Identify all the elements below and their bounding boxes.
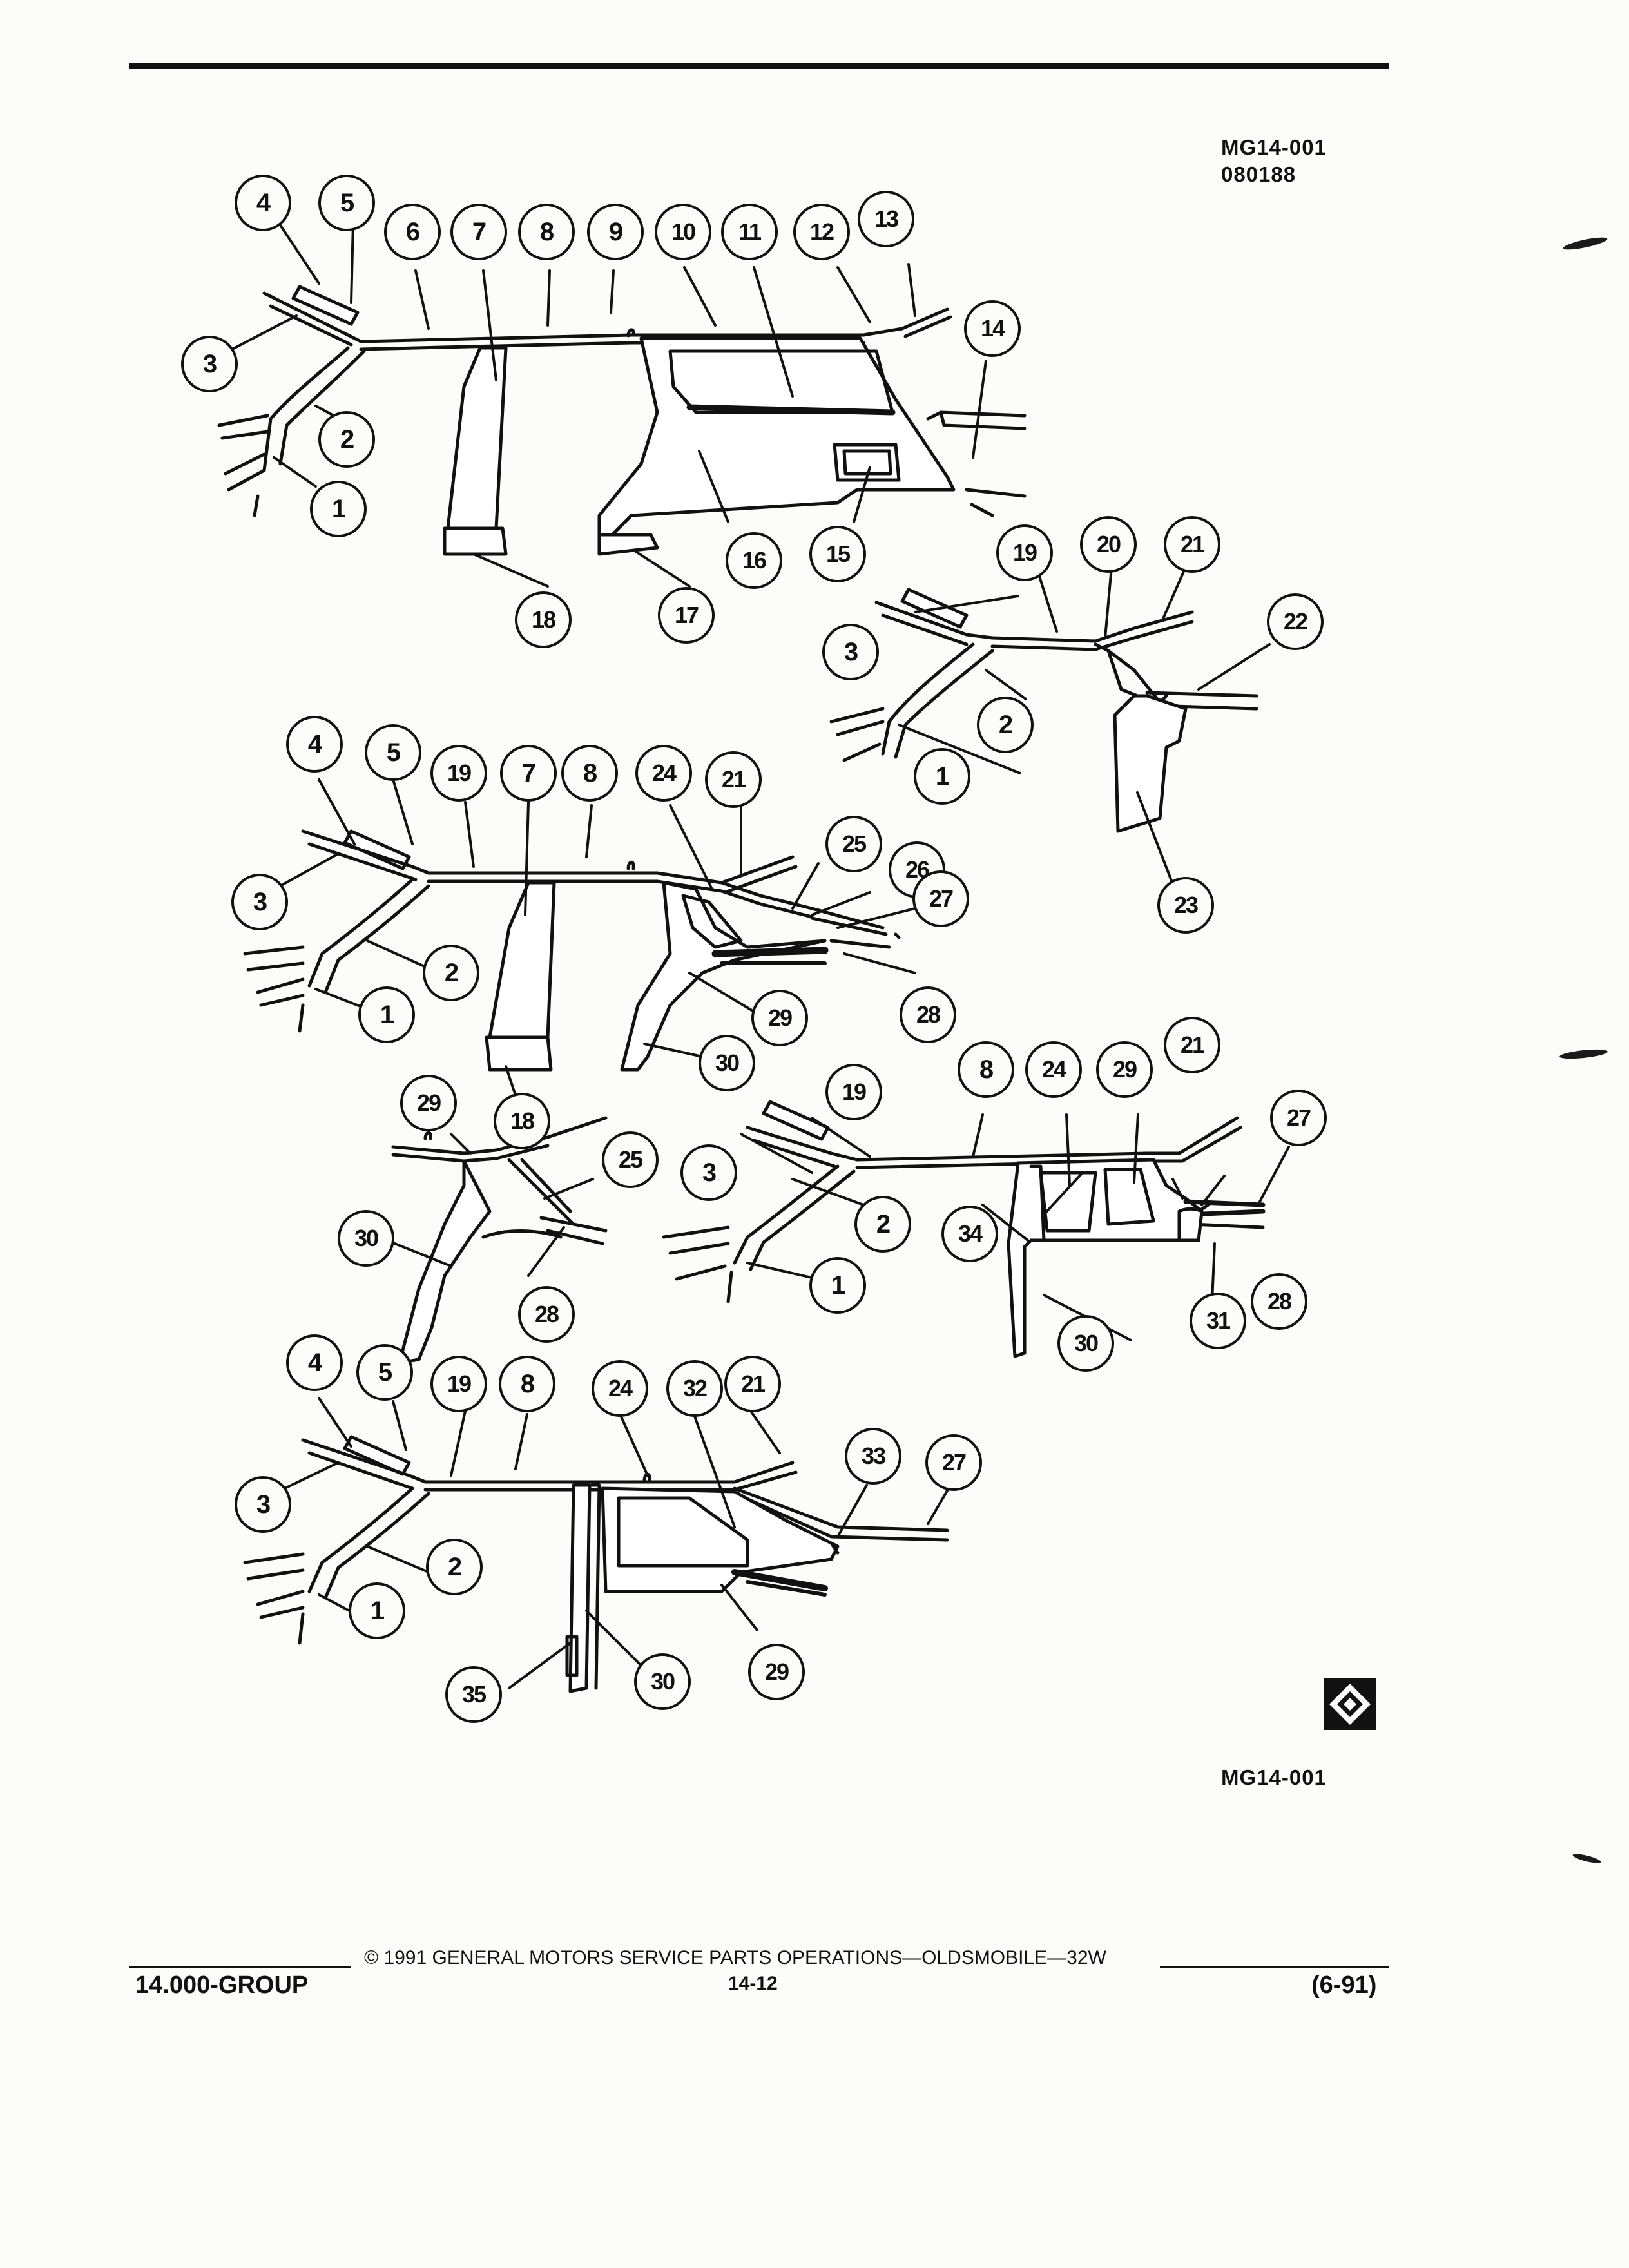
callout-1: 1 [358, 986, 415, 1043]
callout-2: 2 [977, 697, 1034, 753]
callout-12: 12 [793, 204, 850, 260]
callout-1: 1 [310, 481, 367, 537]
callout-1: 1 [349, 1582, 405, 1639]
callout-27: 27 [925, 1434, 982, 1491]
callout-18: 18 [515, 591, 572, 648]
callout-8: 8 [518, 204, 575, 260]
gm-spo-logo [1324, 1678, 1376, 1730]
callout-23: 23 [1157, 877, 1214, 934]
callout-29: 29 [748, 1644, 805, 1700]
callout-5: 5 [318, 175, 375, 231]
callout-29: 29 [751, 990, 808, 1046]
diagram-6-drawing [243, 1435, 949, 1693]
callout-19: 19 [996, 524, 1053, 581]
diagram-3-drawing [243, 829, 901, 1072]
callout-21: 21 [705, 751, 762, 808]
callout-10: 10 [655, 204, 711, 260]
callout-33: 33 [845, 1428, 901, 1485]
callout-1: 1 [809, 1257, 866, 1314]
callout-21: 21 [1164, 1017, 1220, 1073]
callout-3: 3 [235, 1476, 291, 1533]
diagram-1-drawing [217, 285, 1027, 556]
callout-29: 29 [1096, 1041, 1153, 1098]
callout-20: 20 [1080, 516, 1137, 573]
callout-7: 7 [450, 204, 507, 260]
callout-8: 8 [499, 1356, 555, 1412]
callout-21: 21 [724, 1356, 781, 1412]
callout-4: 4 [286, 1334, 343, 1391]
callout-15: 15 [809, 526, 866, 582]
callout-19: 19 [430, 745, 487, 802]
callout-31: 31 [1190, 1293, 1246, 1349]
callout-6: 6 [384, 204, 441, 260]
callout-35: 35 [445, 1666, 502, 1723]
callout-2: 2 [426, 1539, 483, 1595]
top-rule [129, 63, 1389, 69]
callout-4: 4 [235, 175, 291, 231]
diagram-2-drawing [829, 588, 1258, 833]
callout-5: 5 [356, 1344, 413, 1401]
callout-30: 30 [634, 1653, 691, 1710]
callout-27: 27 [912, 870, 969, 927]
callout-2: 2 [423, 945, 479, 1001]
callout-3: 3 [822, 624, 879, 680]
callout-2: 2 [854, 1196, 911, 1253]
callout-17: 17 [658, 587, 715, 644]
page-number: 14-12 [728, 1973, 778, 1994]
callout-5: 5 [365, 724, 421, 781]
callout-21: 21 [1164, 516, 1220, 573]
callout-22: 22 [1267, 593, 1324, 650]
callout-19: 19 [430, 1356, 487, 1412]
callout-8: 8 [561, 745, 618, 802]
callout-11: 11 [721, 204, 778, 260]
callout-9: 9 [587, 204, 644, 260]
callout-29: 29 [400, 1075, 457, 1131]
leader-lines [221, 221, 1290, 1689]
callout-32: 32 [666, 1360, 723, 1417]
callout-30: 30 [338, 1210, 394, 1267]
figure-id: MG14-001 [1221, 135, 1327, 159]
callout-25: 25 [602, 1131, 659, 1188]
callout-19: 19 [825, 1064, 882, 1120]
callout-25: 25 [825, 816, 882, 872]
callout-27: 27 [1270, 1090, 1327, 1146]
callout-30: 30 [699, 1035, 755, 1091]
callout-2: 2 [318, 411, 375, 468]
callout-16: 16 [726, 532, 782, 589]
callout-1: 1 [914, 748, 970, 805]
callout-4: 4 [286, 716, 343, 773]
callout-24: 24 [1025, 1041, 1082, 1098]
footer-rule-right [1160, 1966, 1389, 1968]
date-code: 080188 [1221, 162, 1296, 186]
callout-18: 18 [494, 1093, 550, 1149]
footer-rule-left [129, 1966, 351, 1968]
group-label: 14.000-GROUP [135, 1972, 309, 1999]
diagram-4-drawing [391, 1116, 608, 1365]
callout-3: 3 [231, 874, 288, 930]
copyright-line: © 1991 GENERAL MOTORS SERVICE PARTS OPER… [364, 1947, 1106, 1968]
callout-28: 28 [1251, 1273, 1307, 1330]
diagram-5-drawing [662, 1100, 1266, 1358]
logo-caption: MG14-001 [1221, 1765, 1327, 1789]
callout-28: 28 [900, 986, 956, 1043]
callout-14: 14 [964, 300, 1021, 357]
callout-34: 34 [941, 1206, 998, 1262]
revision-code: (6-91) [1311, 1972, 1377, 1999]
callout-24: 24 [592, 1360, 648, 1417]
callout-7: 7 [500, 745, 557, 802]
callout-3: 3 [181, 336, 238, 392]
callout-24: 24 [635, 745, 692, 802]
callout-28: 28 [518, 1286, 575, 1343]
callout-13: 13 [858, 191, 914, 247]
callout-3: 3 [680, 1144, 737, 1201]
callout-30: 30 [1057, 1315, 1114, 1372]
callout-8: 8 [958, 1041, 1014, 1098]
